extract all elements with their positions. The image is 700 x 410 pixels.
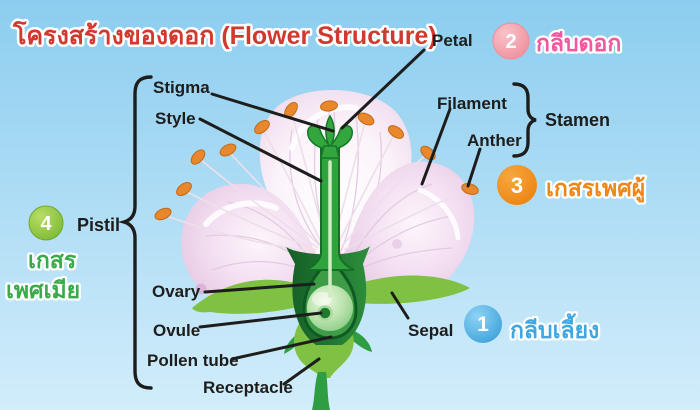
thai-label-pistil-line2: เพศเมีย — [6, 277, 80, 303]
badge-sepal-circle — [464, 305, 502, 343]
anther-shape — [357, 112, 375, 126]
badge-pistil-number: 4 — [40, 213, 52, 235]
stigma-leader-line — [210, 92, 335, 133]
pollen-tube-leader-line — [230, 335, 333, 361]
label-style: Style — [155, 109, 196, 128]
filament-shape — [165, 215, 317, 253]
badge-stamen-circle — [497, 165, 537, 205]
filament-shape — [341, 154, 426, 247]
badge-pistil: 4 เกสร เพศเมีย — [4, 205, 82, 305]
petal-right-highlight — [417, 187, 461, 241]
sepal-right-shape — [340, 275, 470, 304]
label-stamen: Stamen — [545, 110, 610, 130]
badge-petal-circle — [492, 22, 530, 60]
stigma-base — [320, 145, 340, 159]
pistil-group — [286, 114, 370, 345]
label-anther: Anther — [467, 131, 522, 150]
anther-shape — [320, 100, 338, 112]
receptacle-leader-line — [282, 357, 321, 386]
leader-lines — [117, 48, 537, 390]
petal-dew-drop-2 — [392, 239, 402, 249]
english-labels: Petal Stigma Style Filament Anther Stame… — [77, 31, 610, 397]
stamen-brace — [512, 82, 537, 158]
filament-shape — [186, 191, 317, 251]
ovule-leader-line — [198, 311, 323, 329]
label-ovule: Ovule — [153, 321, 200, 340]
badge-sepal-number: 1 — [477, 313, 489, 336]
badge-stamen-number: 3 — [511, 173, 523, 198]
petal-left-highlight — [203, 200, 279, 227]
stigma-shape — [307, 114, 353, 159]
filament-shape — [200, 159, 319, 249]
sepal-left-shape — [192, 279, 322, 314]
label-stigma: Stigma — [153, 78, 210, 97]
anther-shape — [461, 183, 479, 195]
filament-shape — [337, 134, 395, 245]
anther-shape — [254, 119, 270, 135]
anther-leader-line — [466, 147, 482, 188]
badge-stamen: 3 เกสรเพศผู้ — [497, 165, 648, 205]
label-receptacle: Receptacle — [203, 378, 293, 397]
pistil-brace — [117, 75, 153, 390]
petal-right-shape — [342, 161, 475, 303]
stem-shape — [312, 372, 330, 410]
anther-shape — [154, 207, 172, 221]
badge-sepal: 1 กลีบเลี้ยง — [464, 305, 602, 345]
petal-top-highlight — [289, 104, 359, 151]
page-title: โครงสร้างของดอก (Flower Structure) — [12, 20, 437, 50]
filament-shape — [229, 152, 321, 247]
anther-shape — [387, 125, 405, 139]
label-petal: Petal — [432, 31, 473, 50]
anther-shape — [190, 149, 206, 165]
anther-shape — [219, 143, 237, 157]
sepal-leader-line — [390, 291, 410, 320]
calyx-group — [192, 275, 470, 410]
thai-label-pistil-line1: เกสร — [28, 247, 77, 273]
ovary-leader-line — [203, 282, 316, 294]
style-leader-line — [198, 117, 323, 183]
badge-petal-number: 2 — [505, 31, 516, 53]
filament-shape — [343, 189, 468, 251]
label-ovary: Ovary — [152, 282, 201, 301]
ovule-sac-highlight — [312, 292, 332, 306]
thai-label-sepal: กลีบเลี้ยง — [510, 313, 599, 343]
label-filament: Filament — [437, 94, 507, 113]
label-pistil: Pistil — [77, 215, 120, 235]
badge-pistil-circle — [28, 205, 64, 241]
label-sepal: Sepal — [408, 321, 453, 340]
thai-label-petal: กลีบดอก — [536, 30, 621, 56]
filament-shape — [262, 129, 323, 245]
sepal-tip-right — [350, 330, 372, 352]
petal-leader-line — [340, 48, 426, 130]
filament-leader-line — [420, 107, 452, 186]
thai-label-stamen: เกสรเพศผู้ — [546, 175, 645, 203]
badge-petal: 2 กลีบดอก — [492, 22, 624, 60]
anther-shape — [176, 181, 192, 197]
label-pollen-tube: Pollen tube — [147, 351, 239, 370]
